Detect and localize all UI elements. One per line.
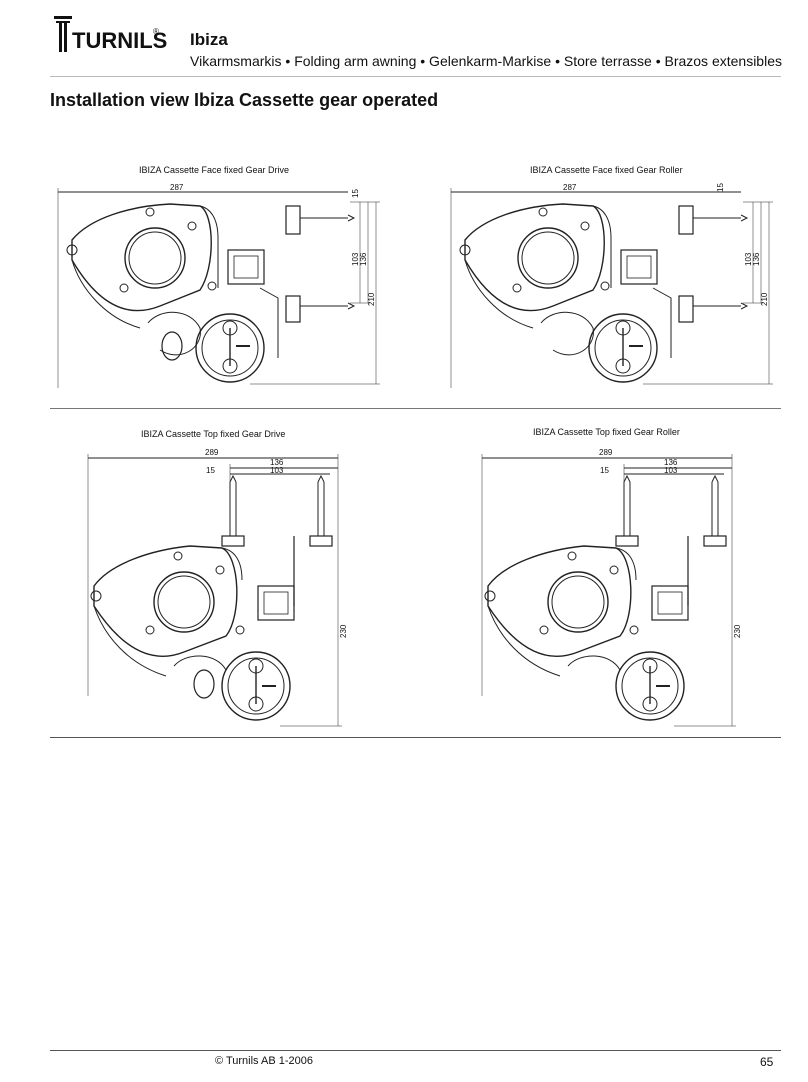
dim-15: 15: [600, 466, 609, 475]
drawing-top-fixed-gear-roller: 289 136 15 103 230: [481, 448, 742, 727]
dim-15: 15: [206, 466, 215, 475]
footer-copyright: © Turnils AB 1-2006: [215, 1055, 313, 1067]
section-title: Installation view Ibiza Cassette gear op…: [50, 90, 439, 110]
dim-width: 287: [170, 183, 184, 192]
dim-103: 103: [270, 466, 284, 475]
dim-136: 136: [752, 252, 761, 266]
drawings-bottom-divider: [50, 737, 781, 738]
dim-width: 289: [599, 448, 613, 457]
footer-divider: [50, 1050, 781, 1051]
product-subtitle: Vikarmsmarkis • Folding arm awning • Gel…: [190, 53, 782, 69]
dim-103: 103: [351, 252, 360, 266]
header-divider: [50, 76, 781, 77]
dim-width: 287: [563, 183, 577, 192]
dim-230: 230: [733, 624, 742, 638]
drawing-caption-top-roller: IBIZA Cassette Top fixed Gear Roller: [533, 427, 680, 437]
dim-15: 15: [716, 183, 725, 192]
dim-136: 136: [664, 458, 678, 467]
product-title: Ibiza: [190, 30, 228, 49]
dim-136: 136: [359, 252, 368, 266]
dim-136: 136: [270, 458, 284, 467]
brand-name: TURNILS: [72, 28, 168, 53]
page-number: 65: [760, 1055, 774, 1069]
turnils-logo-icon: [54, 16, 72, 52]
drawing-caption-top-drive: IBIZA Cassette Top fixed Gear Drive: [141, 429, 286, 439]
dim-230: 230: [339, 624, 348, 638]
drawing-top-fixed-gear-drive: 289 136 15 103 230: [87, 448, 348, 727]
dim-15: 15: [351, 189, 360, 198]
dim-103: 103: [744, 252, 753, 266]
drawing-caption-face-drive: IBIZA Cassette Face fixed Gear Drive: [139, 165, 290, 175]
drawing-face-fixed-gear-roller: 287 15 103 136 210: [450, 183, 773, 388]
dim-210: 210: [760, 292, 769, 306]
dim-103: 103: [664, 466, 678, 475]
drawing-caption-face-roller: IBIZA Cassette Face fixed Gear Roller: [530, 165, 683, 175]
drawing-face-fixed-gear-drive: 287 15 103 136 210: [57, 183, 380, 388]
dim-width: 289: [205, 448, 219, 457]
drawing-row-divider: [50, 408, 781, 409]
dim-210: 210: [367, 292, 376, 306]
brand-registered-mark: ®: [153, 27, 159, 36]
